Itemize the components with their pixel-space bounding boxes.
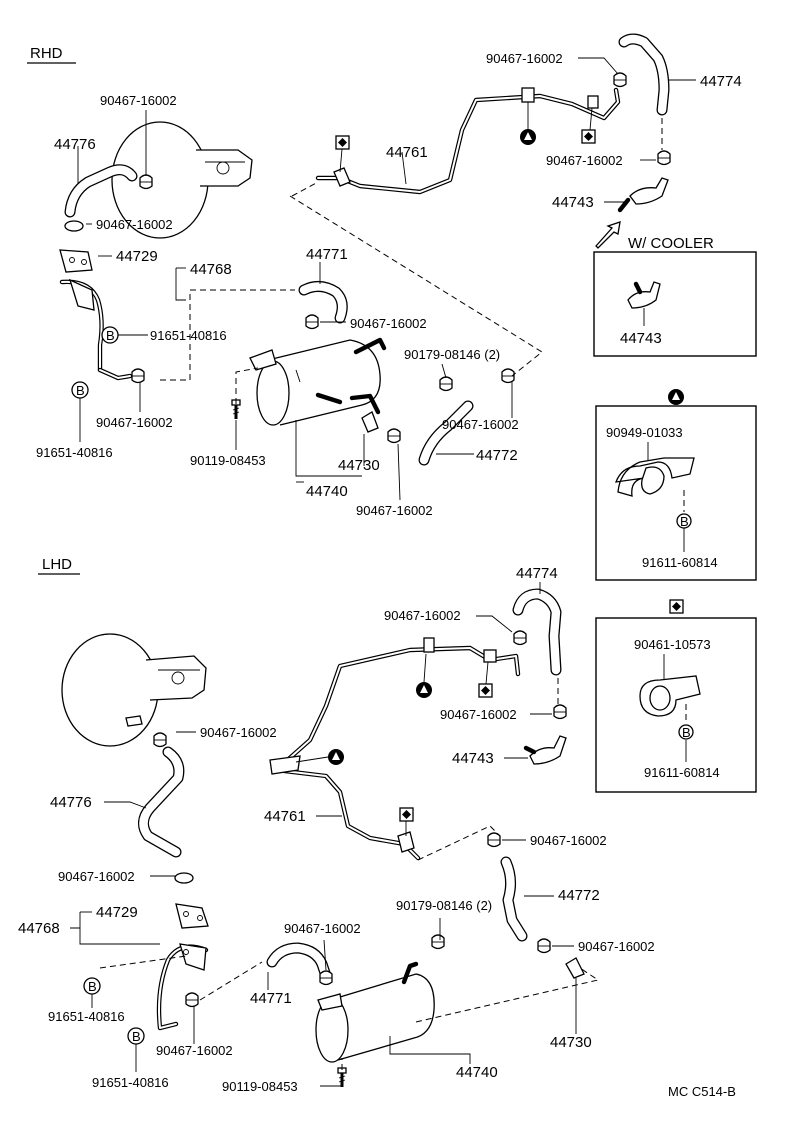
section-label-rhd: RHD — [30, 45, 63, 62]
legend-diamond-box: 90461-10573 B 91611-60814 — [595, 599, 757, 793]
svg-text:B: B — [132, 1029, 141, 1044]
lhd-part-label-42: 44740 — [456, 1064, 498, 1081]
lhd-part-label-38: 91651-40816 — [48, 1009, 125, 1024]
lhd-drawing: B B — [61, 588, 600, 1089]
cooler-arrow-icon — [595, 221, 621, 249]
svg-text:B: B — [76, 383, 85, 398]
rhd-part-label-8: 44729 — [116, 248, 158, 265]
lhd-part-label-28: 44761 — [264, 808, 306, 825]
rhd-part-label-9: 44768 — [190, 261, 232, 278]
lhd-part-label-27: 44776 — [50, 794, 92, 811]
rhd-part-label-19: 44772 — [476, 447, 518, 464]
rhd-part-label-15: 91651-40816 — [36, 445, 113, 460]
rhd-part-label-2: 90467-16002 — [546, 153, 623, 168]
rhd-part-label-3: 44743 — [552, 194, 594, 211]
lhd-part-label-24: 90467-16002 — [440, 707, 517, 722]
rhd-part-label-13: 90179-08146 (2) — [404, 347, 500, 362]
svg-text:B: B — [682, 725, 691, 740]
lhd-part-label-33: 90467-16002 — [284, 921, 361, 936]
rhd-part-label-16: 90467-16002 — [96, 415, 173, 430]
footer-code: MC C514-B — [668, 1084, 736, 1099]
rhd-part-label-4: 44761 — [386, 144, 428, 161]
lhd-part-label-23: 90467-16002 — [384, 608, 461, 623]
lhd-part-label-35: 44772 — [558, 887, 600, 904]
rhd-part-label-12: 91651-40816 — [150, 328, 227, 343]
section-label-lhd: LHD — [42, 556, 72, 573]
lhd-leaders — [70, 582, 577, 1087]
rhd-part-label-21: 90467-16002 — [356, 503, 433, 518]
rhd-leaders — [77, 57, 696, 501]
rhd-part-label-18: 44730 — [338, 457, 380, 474]
lhd-part-label-26: 44743 — [452, 750, 494, 767]
lhd-part-label-41: 44730 — [550, 1034, 592, 1051]
svg-text:90461-10573: 90461-10573 — [634, 637, 711, 652]
rhd-part-label-7: 90467-16002 — [96, 217, 173, 232]
svg-text:B: B — [106, 328, 115, 343]
rhd-part-label-10: 44771 — [306, 246, 348, 263]
svg-text:91611-60814: 91611-60814 — [644, 765, 720, 780]
svg-text:91611-60814: 91611-60814 — [642, 555, 718, 570]
rhd-part-label-6: 44776 — [54, 136, 96, 153]
lhd-part-label-31: 44729 — [96, 904, 138, 921]
lhd-brake-booster — [61, 633, 207, 747]
lhd-part-label-30: 90467-16002 — [58, 869, 135, 884]
lhd-part-label-22: 44774 — [516, 565, 558, 582]
rhd-labels: 90467-16002 44774 90467-16002 44743 4476… — [36, 51, 742, 518]
rhd-drawing: B B — [59, 33, 671, 466]
lhd-part-label-36: 44771 — [250, 990, 292, 1007]
rhd-part-label-1: 44774 — [700, 73, 742, 90]
lhd-part-label-29: 90467-16002 — [530, 833, 607, 848]
rhd-part-label-0: 90467-16002 — [486, 51, 563, 66]
rhd-part-label-14: 90467-16002 — [442, 417, 519, 432]
svg-text:B: B — [680, 514, 689, 529]
rhd-brake-booster — [111, 121, 253, 239]
svg-text:W/ COOLER: W/ COOLER — [628, 235, 714, 252]
lhd-part-label-39: 90467-16002 — [156, 1043, 233, 1058]
svg-text:90949-01033: 90949-01033 — [606, 425, 683, 440]
legend-b-marker-2 — [678, 724, 694, 740]
lhd-part-label-25: 90467-16002 — [200, 725, 277, 740]
rhd-part-label-17: 90119-08453 — [190, 453, 266, 468]
lhd-part-label-43: 90119-08453 — [222, 1079, 298, 1094]
svg-text:B: B — [88, 979, 97, 994]
svg-text:44743: 44743 — [620, 330, 662, 347]
lhd-labels: 44774 90467-16002 90467-16002 90467-1600… — [18, 565, 655, 1094]
rhd-vacuum-tank — [249, 337, 387, 426]
lhd-part-label-37: 90467-16002 — [578, 939, 655, 954]
rhd-part-label-5: 90467-16002 — [100, 93, 177, 108]
legend-triangle-box: 90949-01033 B 91611-60814 — [595, 389, 757, 581]
lhd-part-label-32: 44768 — [18, 920, 60, 937]
legend-cooler-box: W/ COOLER 44743 — [593, 221, 757, 357]
lhd-part-label-34: 90179-08146 (2) — [396, 898, 492, 913]
lhd-part-label-40: 91651-40816 — [92, 1075, 169, 1090]
lhd-vacuum-tank — [315, 961, 435, 1063]
rhd-part-label-20: 44740 — [306, 483, 348, 500]
rhd-part-label-11: 90467-16002 — [350, 316, 427, 331]
